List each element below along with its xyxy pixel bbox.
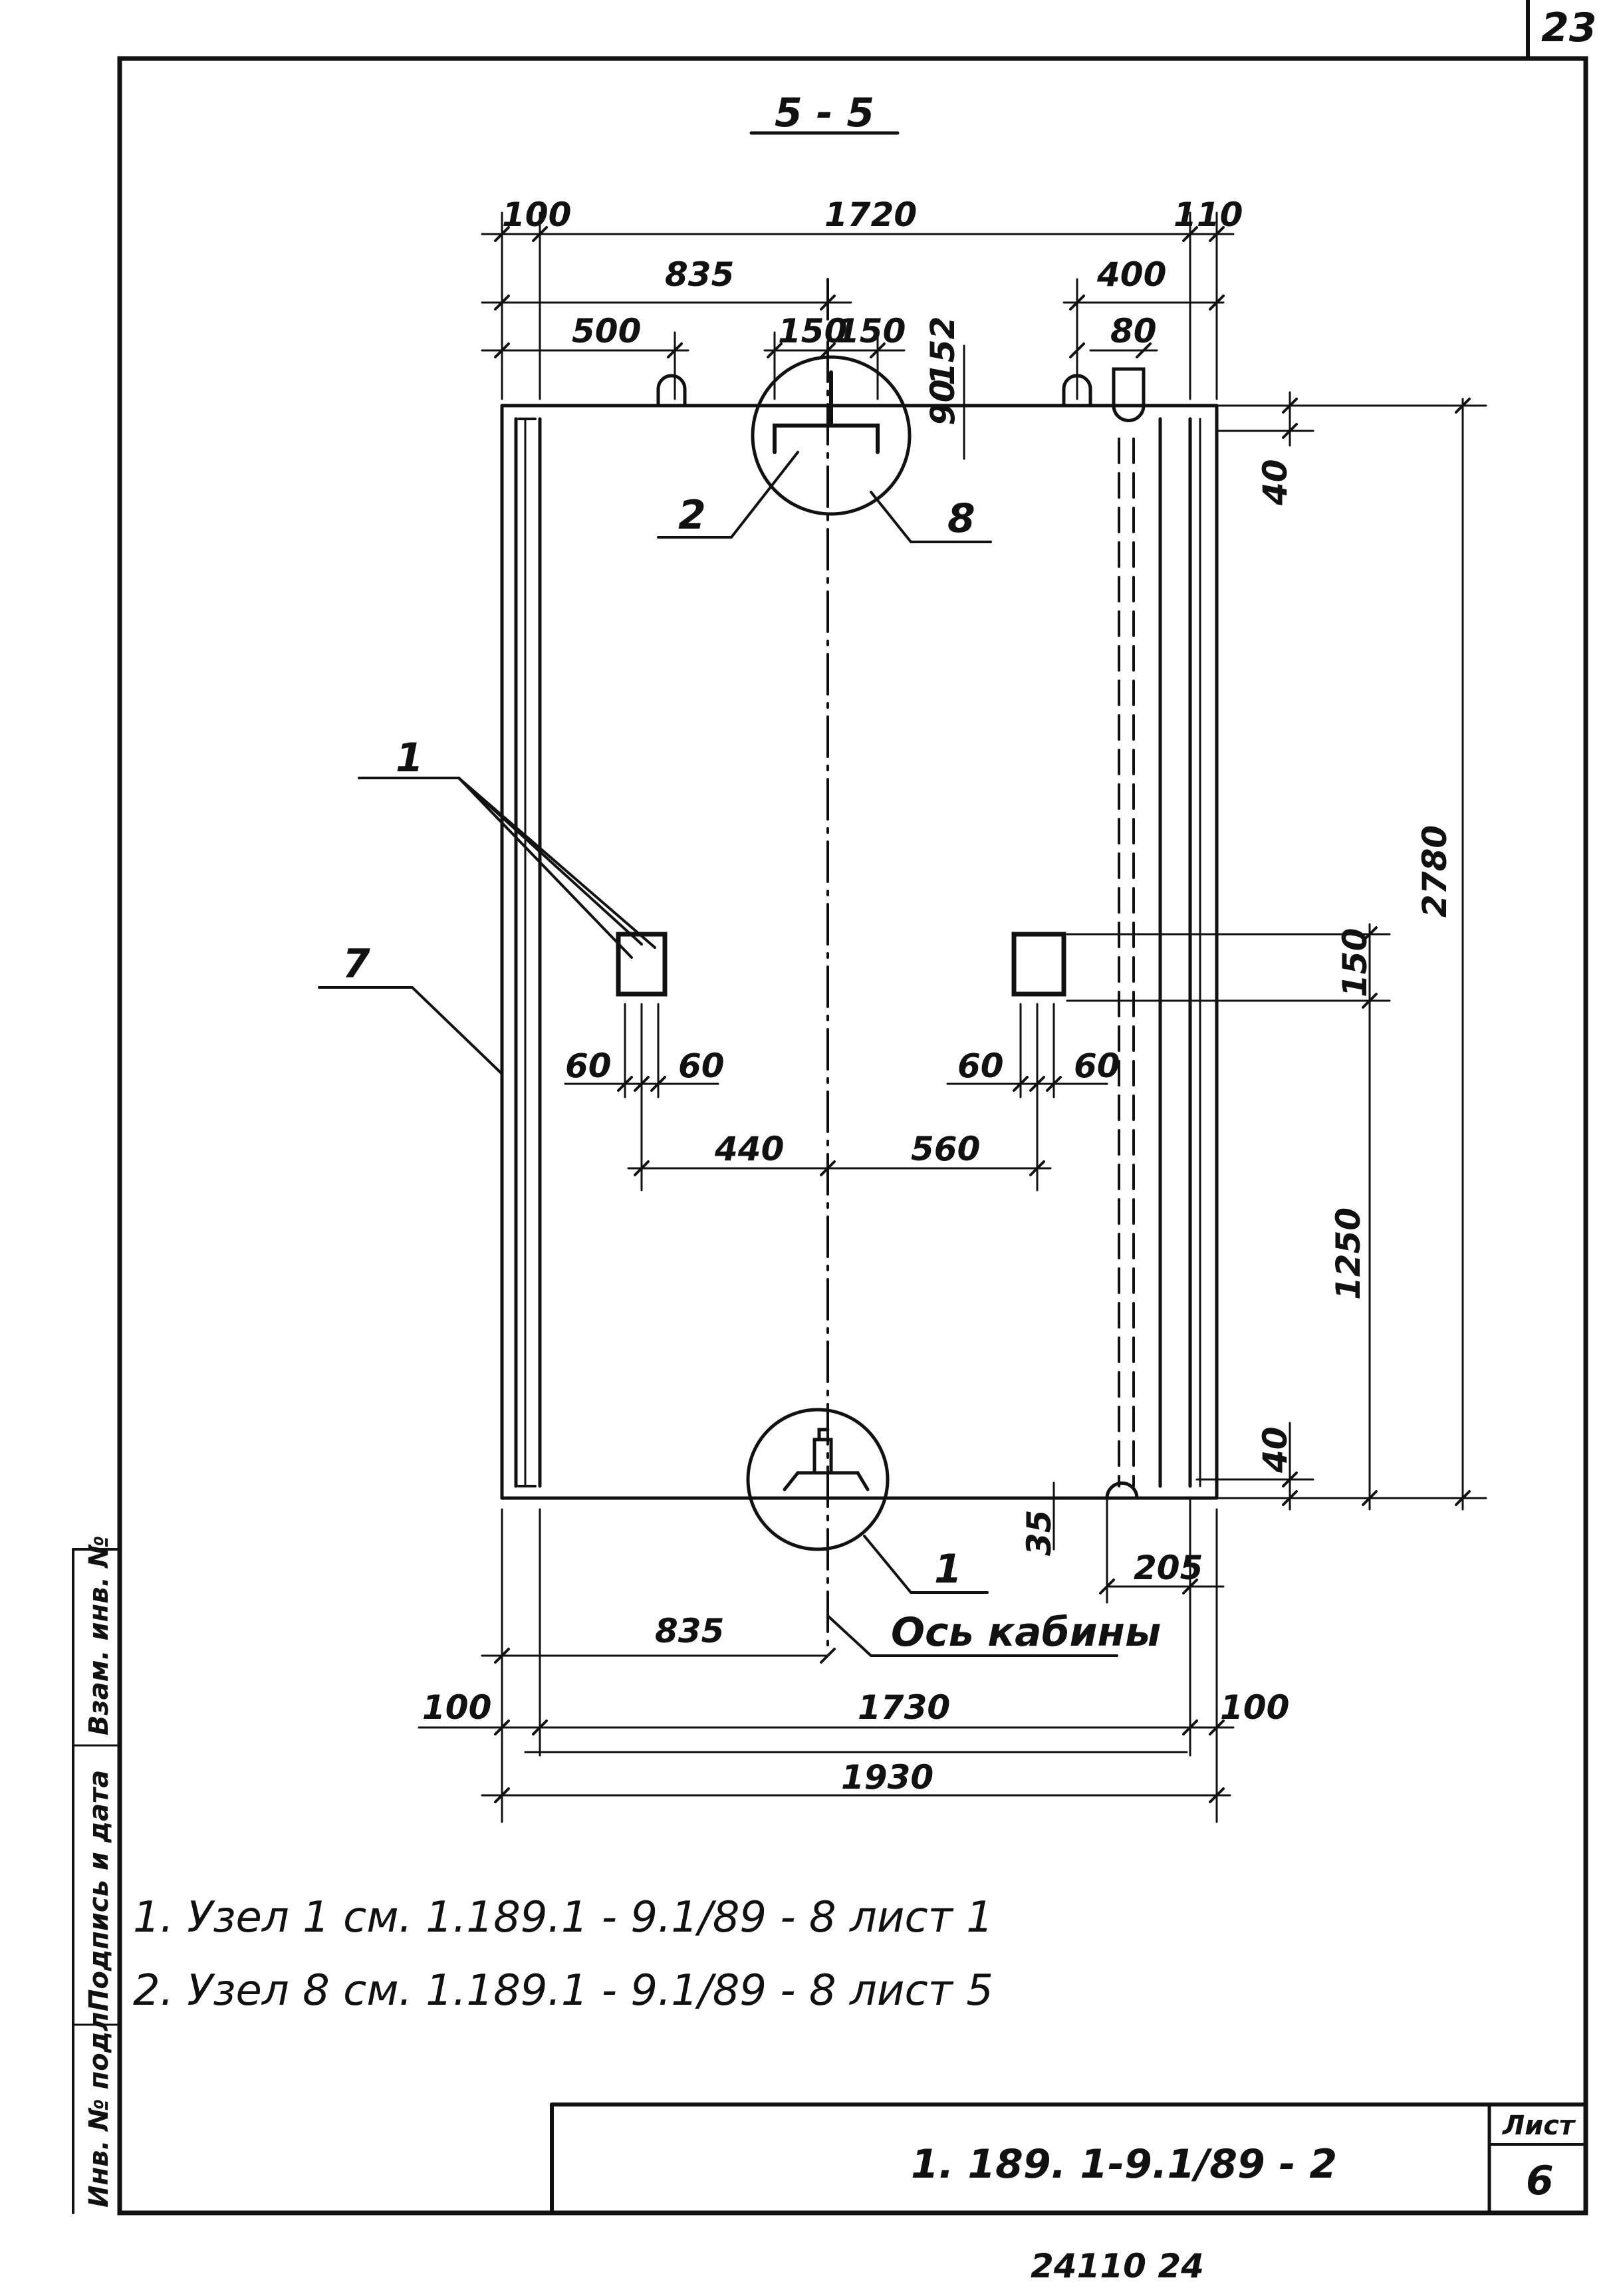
leader-lines: [318, 451, 1118, 1657]
dim-bottom-835: 835: [655, 1612, 724, 1650]
callout-node-7: 7: [342, 941, 370, 987]
dim-top-1720: 1720: [824, 195, 917, 234]
section-title: 5 - 5: [775, 90, 874, 136]
dim-mid-440: 440: [714, 1130, 784, 1168]
dim-bottom-1730: 1730: [858, 1688, 950, 1727]
dim-top-150-left: 150: [778, 312, 847, 350]
sheet-label: Лист: [1502, 2110, 1576, 2141]
dim-bottom-205: 205: [1134, 1549, 1203, 1587]
callout-node-1-bottom: 1: [934, 1546, 962, 1593]
dim-top-152: 152: [924, 317, 962, 386]
dim-bottom-100-right: 100: [1220, 1688, 1289, 1727]
cabin-axis-label: Ось кабины: [891, 1609, 1161, 1656]
dim-top-110: 110: [1174, 195, 1243, 234]
dim-bottom-35: 35: [1020, 1509, 1058, 1556]
page-number: 23: [1541, 5, 1597, 51]
dim-top-100: 100: [502, 195, 571, 234]
dim-mid-560: 560: [911, 1130, 980, 1168]
dim-bottom-1930: 1930: [841, 1758, 933, 1797]
dim-top-400: 400: [1096, 255, 1166, 294]
dim-right-40-bottom: 40: [1256, 1426, 1295, 1473]
bottom-code: 24110 24: [1031, 2247, 1204, 2285]
callout-node-8: 8: [947, 495, 975, 542]
dim-right-150: 150: [1336, 928, 1374, 997]
stamp-inv-original: Инв. № подл.: [84, 2001, 114, 2208]
designation: 1. 189. 1-9.1/89 - 2: [911, 2141, 1337, 2188]
note-1: 1. Узел 1 см. 1.189.1 - 9.1/89 - 8 лист …: [133, 1893, 993, 1942]
dim-bottom-100-left: 100: [422, 1688, 491, 1727]
dim-top-90: 90: [924, 379, 962, 426]
dim-top-500: 500: [572, 312, 641, 350]
note-2: 2. Узел 8 см. 1.189.1 - 9.1/89 - 8 лист …: [133, 1966, 993, 2015]
dim-right-1250: 1250: [1329, 1208, 1368, 1300]
dimension-ticks: [494, 226, 1471, 1803]
dim-top-835: 835: [665, 255, 734, 294]
sheet-frame: [72, 0, 1588, 2216]
cabin-section-outline: [500, 278, 1219, 1650]
dim-mid-60-b: 60: [678, 1047, 725, 1085]
dim-right-2780: 2780: [1416, 825, 1454, 918]
dim-mid-60-d: 60: [1074, 1047, 1120, 1085]
callout-node-1: 1: [396, 735, 424, 781]
dimension-lines: [418, 211, 1487, 1823]
dim-top-80: 80: [1110, 312, 1157, 350]
stamp-signature-date: Подпись и дата: [84, 1770, 114, 2011]
stamp-inv-replacement: Взам. инв. №: [84, 1535, 114, 1735]
dim-mid-60-c: 60: [957, 1047, 1004, 1085]
dim-top-150-right: 150: [836, 312, 906, 350]
dim-right-40-top: 40: [1256, 459, 1295, 506]
dim-mid-60-a: 60: [565, 1047, 612, 1085]
sheet-number: 6: [1526, 2158, 1554, 2204]
callout-node-2: 2: [678, 492, 706, 539]
